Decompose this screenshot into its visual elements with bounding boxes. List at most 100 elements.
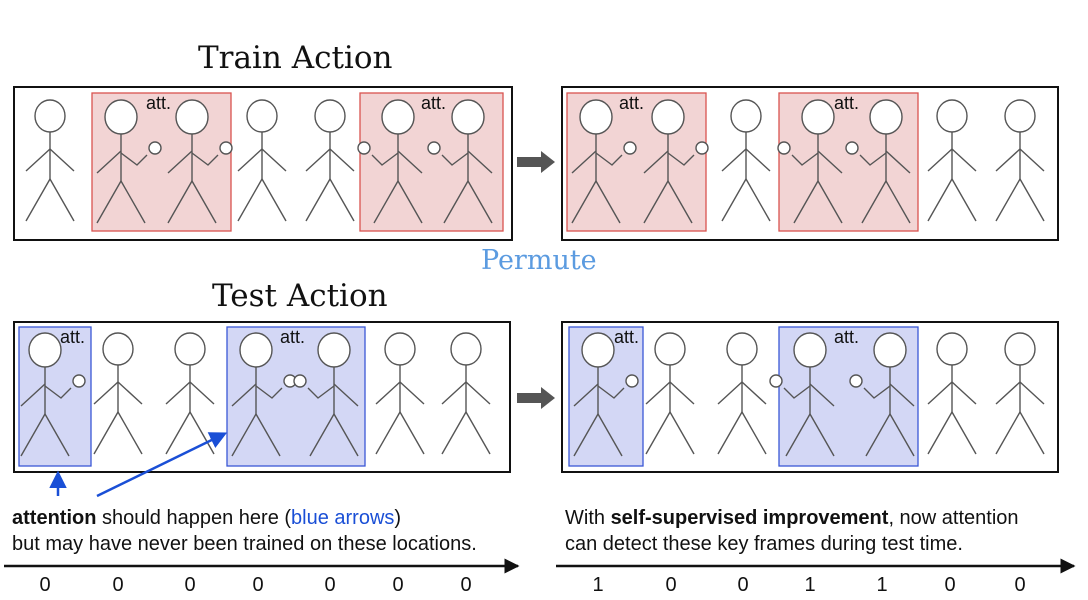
leg-line [667, 180, 693, 224]
stick-figure [93, 332, 143, 455]
timeline-left-label: 0 [252, 574, 264, 596]
leg-line [573, 413, 599, 457]
arm-line [859, 152, 887, 166]
arm-line [371, 152, 399, 166]
stick-figure [441, 332, 491, 455]
leg-line [96, 180, 122, 224]
head-shape [384, 332, 416, 366]
caption-left-end: ) [394, 507, 402, 529]
leg-line [951, 178, 977, 222]
ball-shape [219, 141, 233, 155]
leg-line [167, 180, 193, 224]
arm-line [375, 381, 401, 405]
leg-line [717, 411, 743, 455]
leg-line [995, 178, 1021, 222]
arm-line [329, 148, 355, 172]
leg-line [741, 411, 767, 455]
stick-figure [25, 99, 75, 222]
arm-line [573, 383, 599, 407]
head-shape [654, 332, 686, 366]
stick-figure-with-ball [571, 99, 637, 224]
arm-line [20, 383, 46, 407]
leg-line [165, 411, 191, 455]
stick-figure [927, 332, 977, 455]
att-label: att. [421, 93, 446, 113]
leg-line [927, 411, 953, 455]
head-shape [801, 99, 835, 135]
leg-line [885, 180, 911, 224]
leg-line [995, 411, 1021, 455]
stick-figure [995, 99, 1045, 222]
arm-line [643, 150, 669, 174]
timeline-right-label: 0 [1014, 574, 1026, 596]
leg-line [721, 178, 747, 222]
leg-line [191, 180, 217, 224]
leg-line [597, 413, 623, 457]
stick-figure-with-ball [769, 332, 835, 457]
ball-shape [427, 141, 441, 155]
stick-figure-with-ball [293, 332, 359, 457]
arm-line [165, 381, 191, 405]
caption-left-blue-arrows: blue arrows [291, 507, 395, 529]
head-shape [651, 99, 685, 135]
stick-figure-with-ball [643, 99, 709, 224]
head-shape [381, 99, 415, 135]
arm-line [25, 148, 51, 172]
head-shape [869, 99, 903, 135]
arm-line [817, 150, 843, 174]
arm-line [667, 152, 695, 166]
leg-line [817, 180, 843, 224]
caption-left-bold: attention [12, 507, 97, 529]
head-shape [726, 332, 758, 366]
stick-figure-with-ball [96, 99, 162, 224]
arm-line [1019, 148, 1045, 172]
head-shape [239, 332, 273, 368]
ball-shape [623, 141, 637, 155]
arm-line [261, 148, 287, 172]
arm-line [255, 385, 283, 399]
leg-line [643, 180, 669, 224]
leg-line [927, 178, 953, 222]
leg-line [1019, 411, 1045, 455]
stick-figure-with-ball [427, 99, 493, 224]
leg-line [571, 180, 597, 224]
head-shape [174, 332, 206, 366]
leg-line [441, 411, 467, 455]
leg-line [309, 413, 335, 457]
leg-line [44, 413, 70, 457]
leg-line [305, 178, 331, 222]
leg-line [25, 178, 51, 222]
arm-line [791, 152, 819, 166]
blue-arrow-diagonal [96, 432, 228, 498]
arm-line [399, 381, 425, 405]
head-shape [314, 99, 346, 133]
att-label: att. [614, 327, 639, 347]
arm-line [44, 385, 72, 399]
att-label: att. [60, 327, 85, 347]
arm-line [889, 383, 915, 407]
leg-line [865, 413, 891, 457]
arm-line [885, 150, 911, 174]
head-shape [936, 99, 968, 133]
arm-line [231, 383, 257, 407]
leg-line [951, 411, 977, 455]
permute-arrow [517, 387, 555, 409]
head-shape [246, 99, 278, 133]
ball-shape [845, 141, 859, 155]
caption-left: attention should happen here (blue arrow… [12, 505, 477, 557]
att-label: att. [280, 327, 305, 347]
leg-line [237, 178, 263, 222]
head-shape [175, 99, 209, 135]
arm-line [237, 148, 263, 172]
train-action-title: Train Action [198, 40, 393, 76]
ball-shape [695, 141, 709, 155]
leg-line [117, 411, 143, 455]
att-label: att. [619, 93, 644, 113]
arm-line [571, 150, 597, 174]
leg-line [399, 411, 425, 455]
head-shape [793, 332, 827, 368]
head-shape [936, 332, 968, 366]
leg-line [375, 411, 401, 455]
